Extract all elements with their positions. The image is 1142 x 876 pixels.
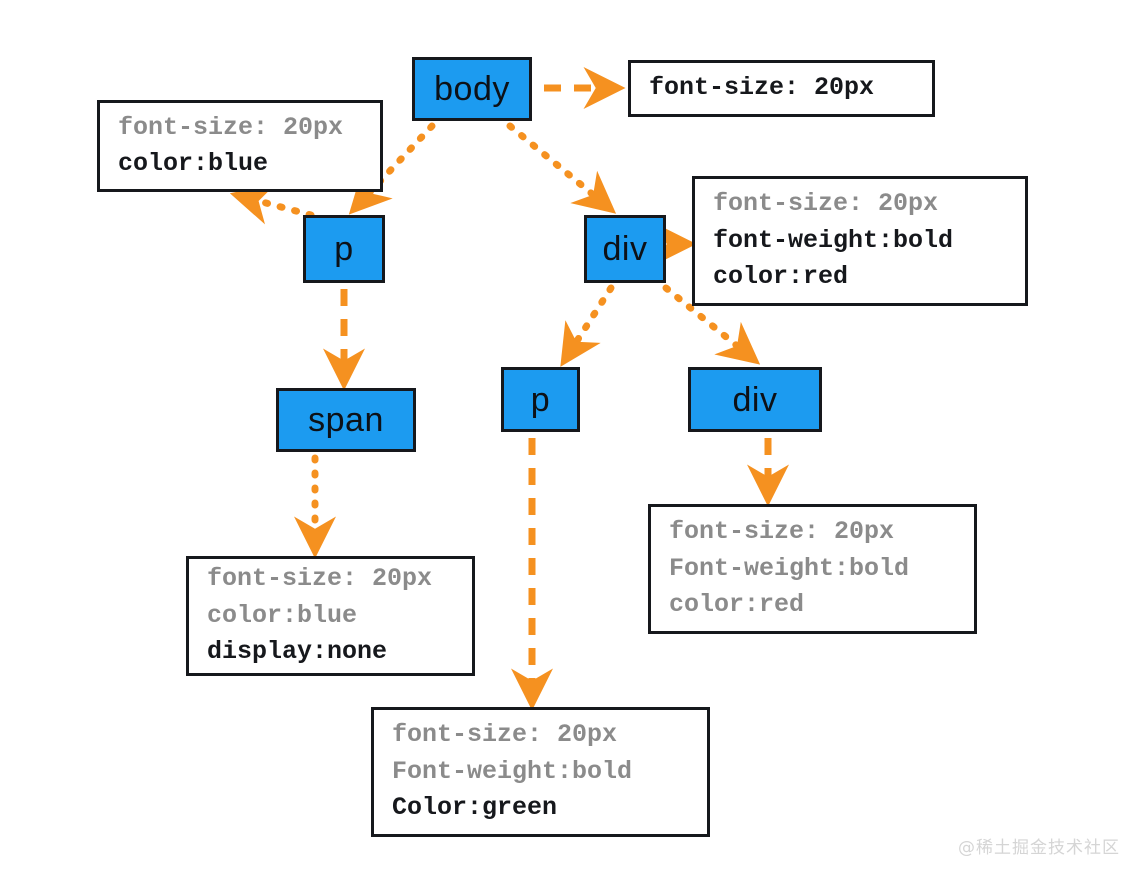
- rule-line: color:blue: [207, 600, 358, 630]
- node-div-top-label: div: [602, 230, 648, 268]
- node-p-top[interactable]: p: [303, 215, 385, 283]
- rule-box-body: font-size: 20px: [628, 60, 935, 117]
- node-span[interactable]: span: [276, 388, 416, 452]
- rule-box-p-top: font-size: 20px color:blue: [97, 100, 383, 192]
- edge-p-top-to-p-top-rules: [229, 183, 315, 225]
- rule-line: color:blue: [118, 149, 269, 178]
- node-p-bottom-label: p: [530, 380, 551, 419]
- rule-line: font-size: 20px: [669, 517, 895, 547]
- rule-line: Font-weight:bold: [669, 553, 910, 583]
- node-div-top[interactable]: div: [584, 215, 666, 283]
- rule-line: color:red: [669, 590, 805, 620]
- rule-line: font-size: 20px: [649, 73, 875, 103]
- rule-line: font-size: 20px: [392, 720, 618, 750]
- node-p-top-label: p: [334, 230, 354, 268]
- rule-box-div-top: font-size: 20px font-weight:bold color:r…: [692, 176, 1028, 306]
- node-body[interactable]: body: [412, 57, 532, 121]
- node-span-label: span: [308, 401, 384, 439]
- edge-body-to-div-top: [506, 122, 617, 214]
- rule-line: Font-weight:bold: [392, 756, 633, 786]
- rule-line: font-size: 20px: [118, 112, 344, 142]
- node-body-label: body: [434, 70, 510, 108]
- rule-line: Color:green: [392, 793, 558, 823]
- rule-box-p-bottom: font-size: 20px Font-weight:bold Color:g…: [371, 707, 710, 837]
- node-div-bottom-label: div: [732, 380, 778, 419]
- rule-line: font-weight:bold: [713, 225, 954, 255]
- rule-line: font-size: 20px: [713, 189, 939, 219]
- rule-line: display:none: [207, 637, 388, 667]
- rule-box-span: font-size: 20px color:blue display:none: [186, 556, 475, 676]
- watermark: @稀土掘金技术社区: [958, 838, 1120, 858]
- edge-div-top-to-p-bottom: [560, 284, 615, 367]
- node-p-bottom[interactable]: p: [501, 367, 580, 432]
- rule-line: color:red: [713, 262, 849, 292]
- rule-line: font-size: 20px: [207, 564, 433, 594]
- node-div-bottom[interactable]: div: [688, 367, 822, 432]
- rule-box-div-bottom: font-size: 20px Font-weight:bold color:r…: [648, 504, 977, 634]
